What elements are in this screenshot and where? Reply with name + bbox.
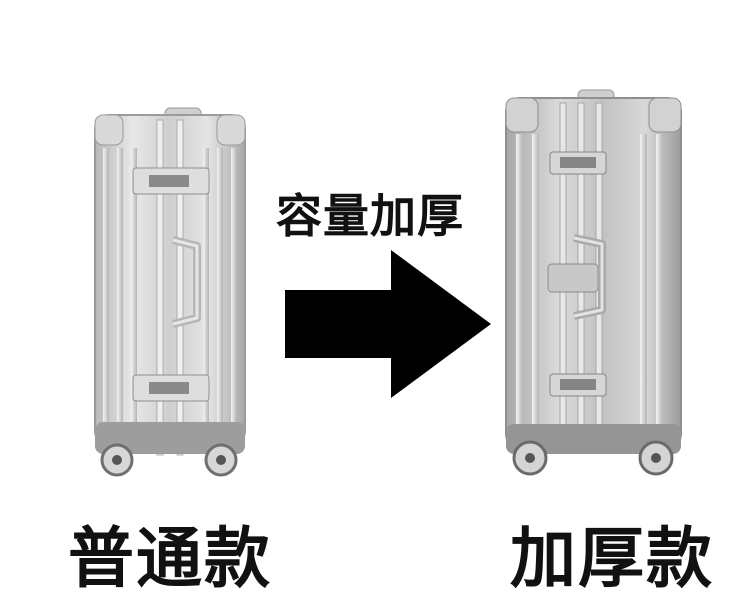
normal-model-label: 普通款 bbox=[68, 520, 272, 597]
capacity-upgrade-label: 容量加厚 bbox=[276, 189, 464, 243]
suitcase-normal-image bbox=[94, 107, 246, 477]
thick-model-label: 加厚款 bbox=[510, 520, 714, 597]
suitcase-thick-image bbox=[505, 89, 682, 476]
arrow-right-icon bbox=[285, 250, 491, 398]
